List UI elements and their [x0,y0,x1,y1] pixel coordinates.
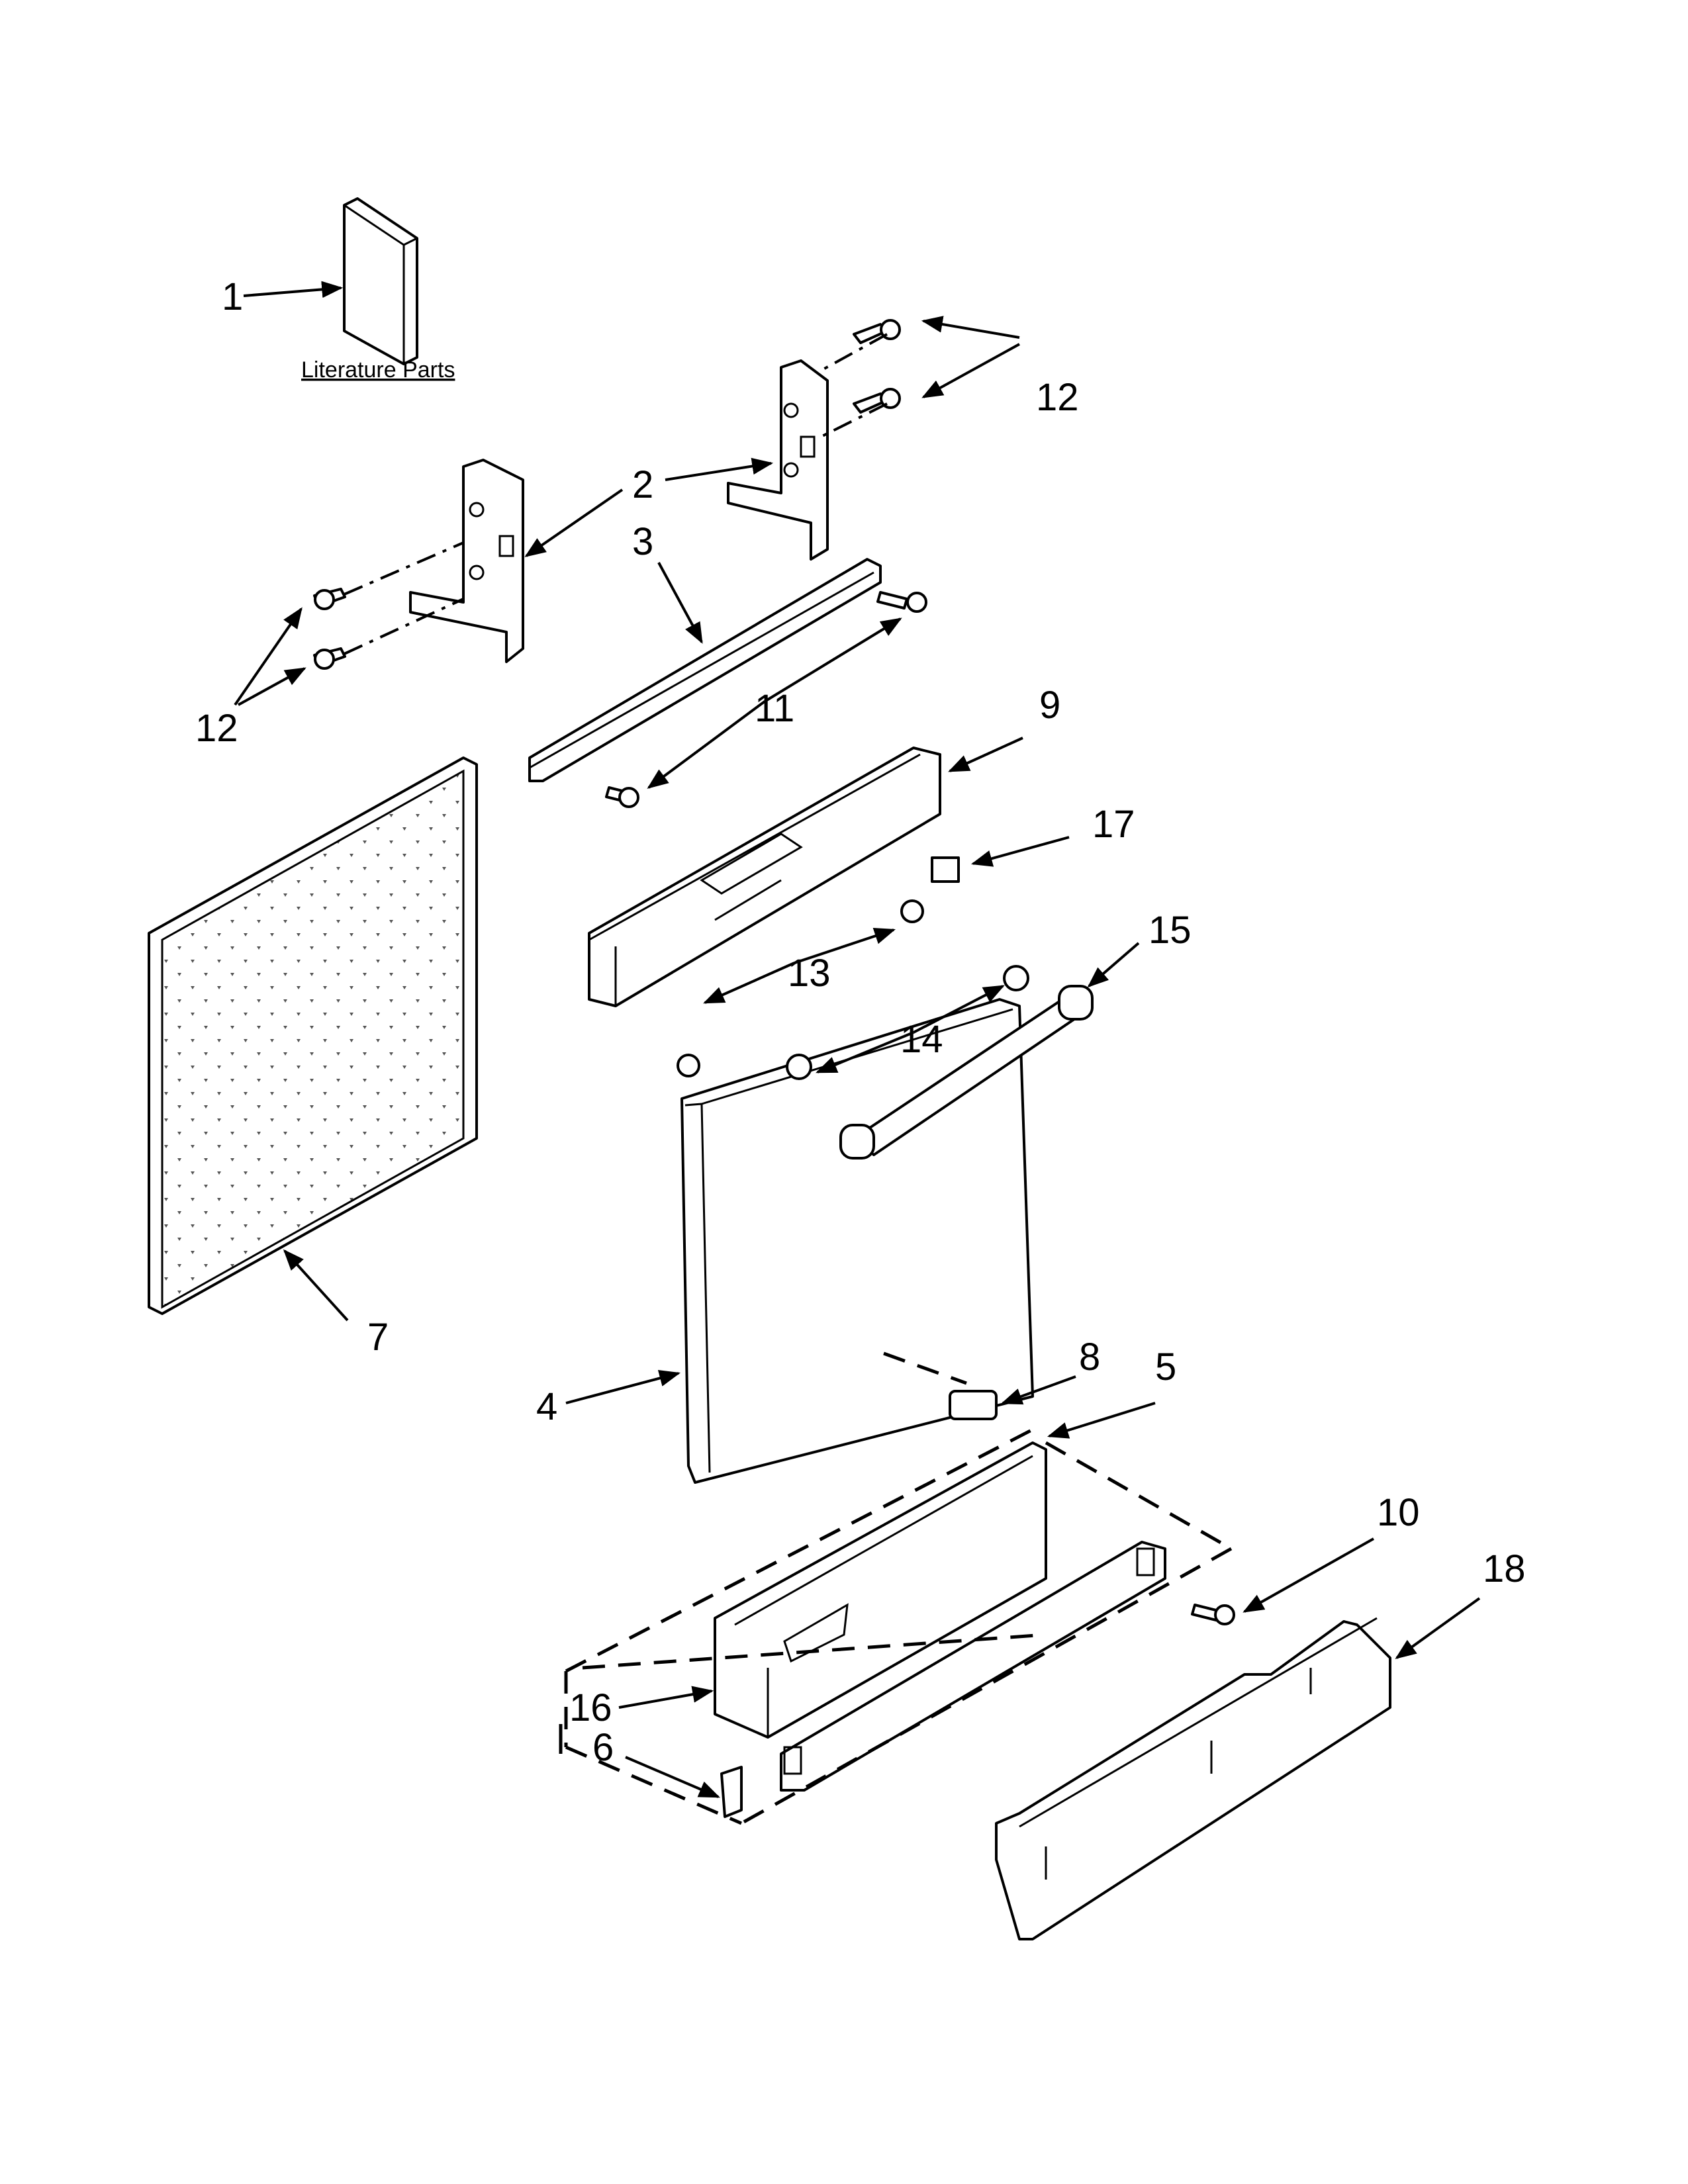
badge [949,1390,998,1420]
rail-screws [605,591,927,808]
toe-kick-bracket [995,1617,1391,1940]
left-hinge-bracket [409,459,524,663]
callout-15: 15 [1149,909,1192,952]
callout-6: 6 [592,1726,614,1769]
toe-panel [714,1441,1047,1739]
callout-9: 9 [1039,684,1060,727]
callout-13: 13 [788,952,831,995]
callout-5: 5 [1155,1345,1176,1388]
literature-booklet [343,197,418,365]
callout-17: 17 [1092,803,1135,846]
callout-4: 4 [536,1385,557,1428]
callout-10: 10 [1377,1491,1420,1534]
lower-access-panel [780,1541,1166,1792]
door-screws [677,899,1029,1080]
callout-8: 8 [1079,1336,1100,1379]
callout-14: 14 [900,1018,943,1061]
badge-guide [883,1351,967,1385]
top-rail [528,558,882,782]
literature-parts-label: Literature Parts [301,357,455,383]
callout-11: 11 [755,687,794,730]
callout-18: 18 [1483,1547,1526,1590]
small-clip [720,1766,743,1818]
right-hinge-bracket [727,359,829,561]
callout-12-left: 12 [195,707,238,750]
panel-screw-head [1214,1604,1235,1625]
callout-3: 3 [632,520,653,563]
callout-2: 2 [632,463,653,506]
callout-7: 7 [367,1316,389,1359]
callout-12-top: 12 [1036,376,1079,419]
door-clip [931,856,960,883]
control-module [588,747,941,1007]
assembly-outline [564,1428,1233,1825]
callout-1: 1 [222,275,243,318]
callout-16: 16 [569,1686,612,1729]
door-handle [839,985,1094,1160]
leader-lines [234,281,1481,1798]
door-panel [148,756,478,1315]
